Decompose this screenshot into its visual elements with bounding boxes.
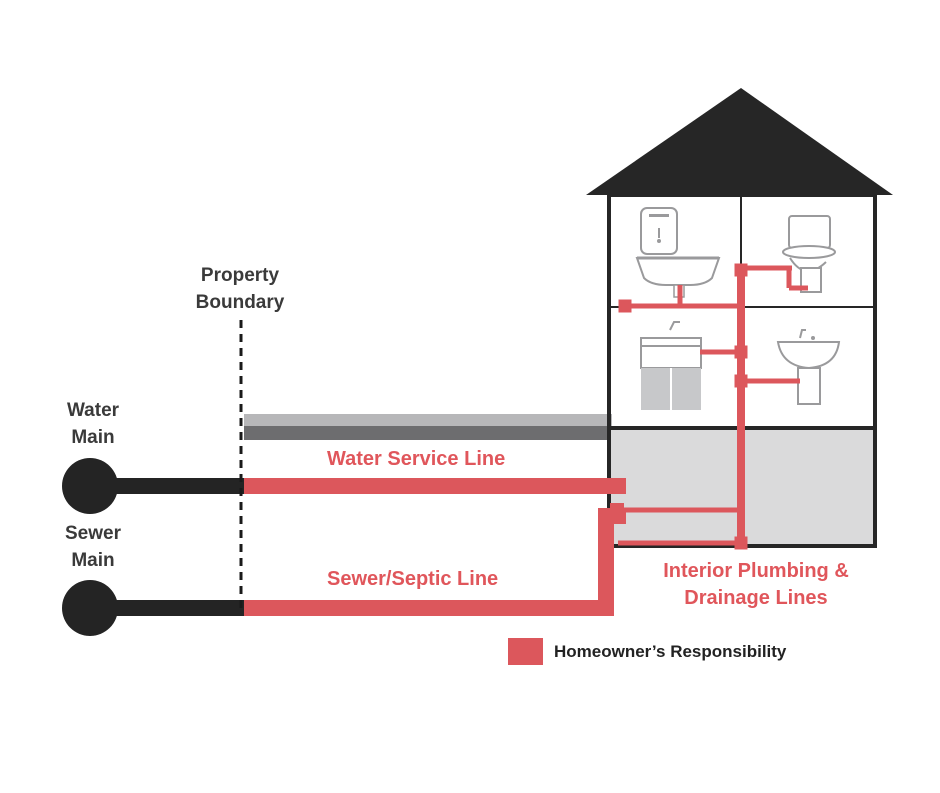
legend-swatch — [508, 638, 543, 665]
water-main-label: Water Main — [66, 400, 120, 448]
ground-layer — [244, 426, 612, 440]
roof — [586, 88, 893, 195]
sewer-septic-pipe — [244, 508, 626, 616]
interior-plumbing — [618, 263, 808, 550]
ground-surface — [244, 414, 612, 426]
interior-plumbing-label: Interior Plumbing & Drainage Lines — [663, 560, 849, 609]
pedestal-sink-icon — [776, 329, 841, 405]
vanity-sink-icon — [640, 321, 702, 410]
property-boundary-label: Property Boundary — [195, 265, 285, 313]
water-service-label: Water Service Line — [327, 448, 506, 470]
toilet-icon — [782, 215, 836, 293]
sewer-fitting — [610, 503, 624, 517]
sewer-main-label: Sewer Main — [65, 523, 121, 571]
water-heater-icon — [640, 207, 678, 255]
water-main — [62, 458, 118, 514]
sewer-main — [62, 580, 118, 636]
sewer-septic-label: Sewer/Septic Line — [327, 568, 499, 590]
legend-label: Homeowner’s Responsibility — [554, 642, 787, 661]
